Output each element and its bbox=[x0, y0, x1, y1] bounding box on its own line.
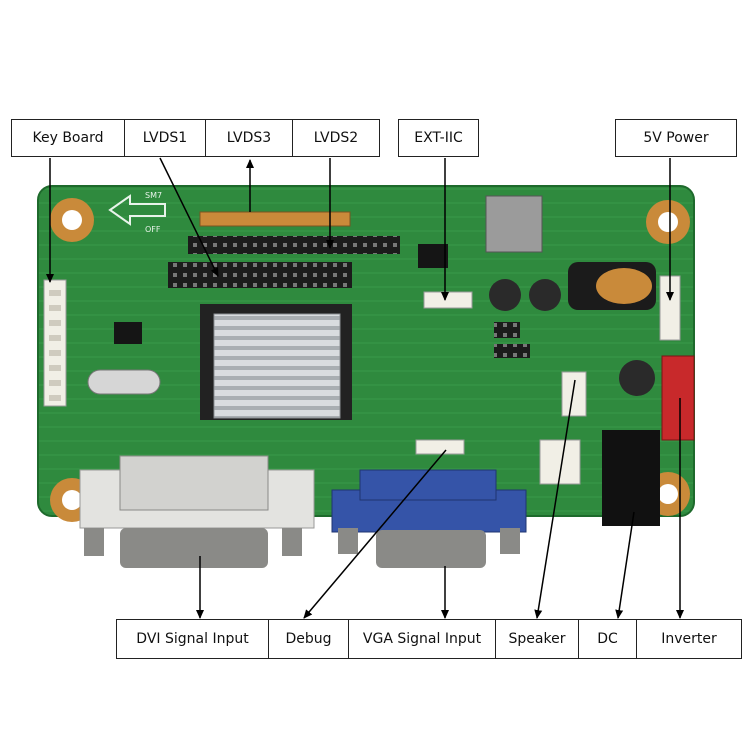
lvds2-connector bbox=[188, 236, 400, 254]
ic-extiic bbox=[418, 244, 448, 268]
label-key-board: Key Board bbox=[11, 119, 125, 157]
label-dc: DC bbox=[578, 619, 637, 659]
dvi-plug bbox=[120, 528, 268, 568]
label-lvds1: LVDS1 bbox=[124, 119, 206, 157]
silkscreen-arrow: SM7 OFF bbox=[108, 191, 166, 234]
debug-connector bbox=[415, 439, 465, 455]
arrow-debug bbox=[303, 449, 447, 619]
regulator bbox=[485, 195, 543, 253]
label-vga-signal-input: VGA Signal Input bbox=[348, 619, 496, 659]
jumper-2 bbox=[494, 344, 530, 358]
crystal bbox=[87, 369, 161, 395]
inductor-coil bbox=[596, 268, 652, 304]
vga-port-top bbox=[359, 469, 497, 501]
capacitor-2 bbox=[529, 279, 561, 311]
label-lvds2: LVDS2 bbox=[292, 119, 380, 157]
dc-jack bbox=[602, 430, 660, 526]
dvi-port-shell bbox=[119, 455, 269, 511]
dvi-screw-right bbox=[282, 528, 302, 556]
arrow-speaker bbox=[534, 379, 576, 619]
vga-screw-left bbox=[338, 528, 358, 554]
arrow-dc bbox=[615, 511, 635, 619]
label-ext-iic: EXT-IIC bbox=[398, 119, 479, 157]
label-inverter: Inverter bbox=[636, 619, 742, 659]
capacitor-3 bbox=[619, 360, 655, 396]
lvds3-connector bbox=[199, 211, 351, 227]
dvi-screw-left bbox=[84, 528, 104, 556]
extiic-connector bbox=[423, 291, 473, 309]
label-5v-power: 5V Power bbox=[615, 119, 737, 157]
silkscreen-text-1: SM7 bbox=[145, 191, 162, 200]
ic-small bbox=[114, 322, 142, 344]
callout-arrows bbox=[46, 157, 684, 619]
capacitor-1 bbox=[489, 279, 521, 311]
arrow-lvds1 bbox=[159, 157, 219, 277]
vga-screw-right bbox=[500, 528, 520, 554]
heatsink bbox=[213, 313, 341, 419]
jumper-1 bbox=[494, 322, 520, 338]
label-debug: Debug bbox=[268, 619, 349, 659]
inverter-connector bbox=[661, 355, 695, 441]
lvds1-connector bbox=[168, 262, 352, 288]
label-dvi-signal-input: DVI Signal Input bbox=[116, 619, 269, 659]
speaker-connector bbox=[561, 371, 587, 417]
label-lvds3: LVDS3 bbox=[205, 119, 293, 157]
label-speaker: Speaker bbox=[495, 619, 579, 659]
keyboard-connector bbox=[43, 279, 67, 407]
keyboard-connector-pins bbox=[49, 290, 61, 401]
silkscreen-text-2: OFF bbox=[145, 225, 161, 234]
vga-plug bbox=[376, 530, 486, 568]
